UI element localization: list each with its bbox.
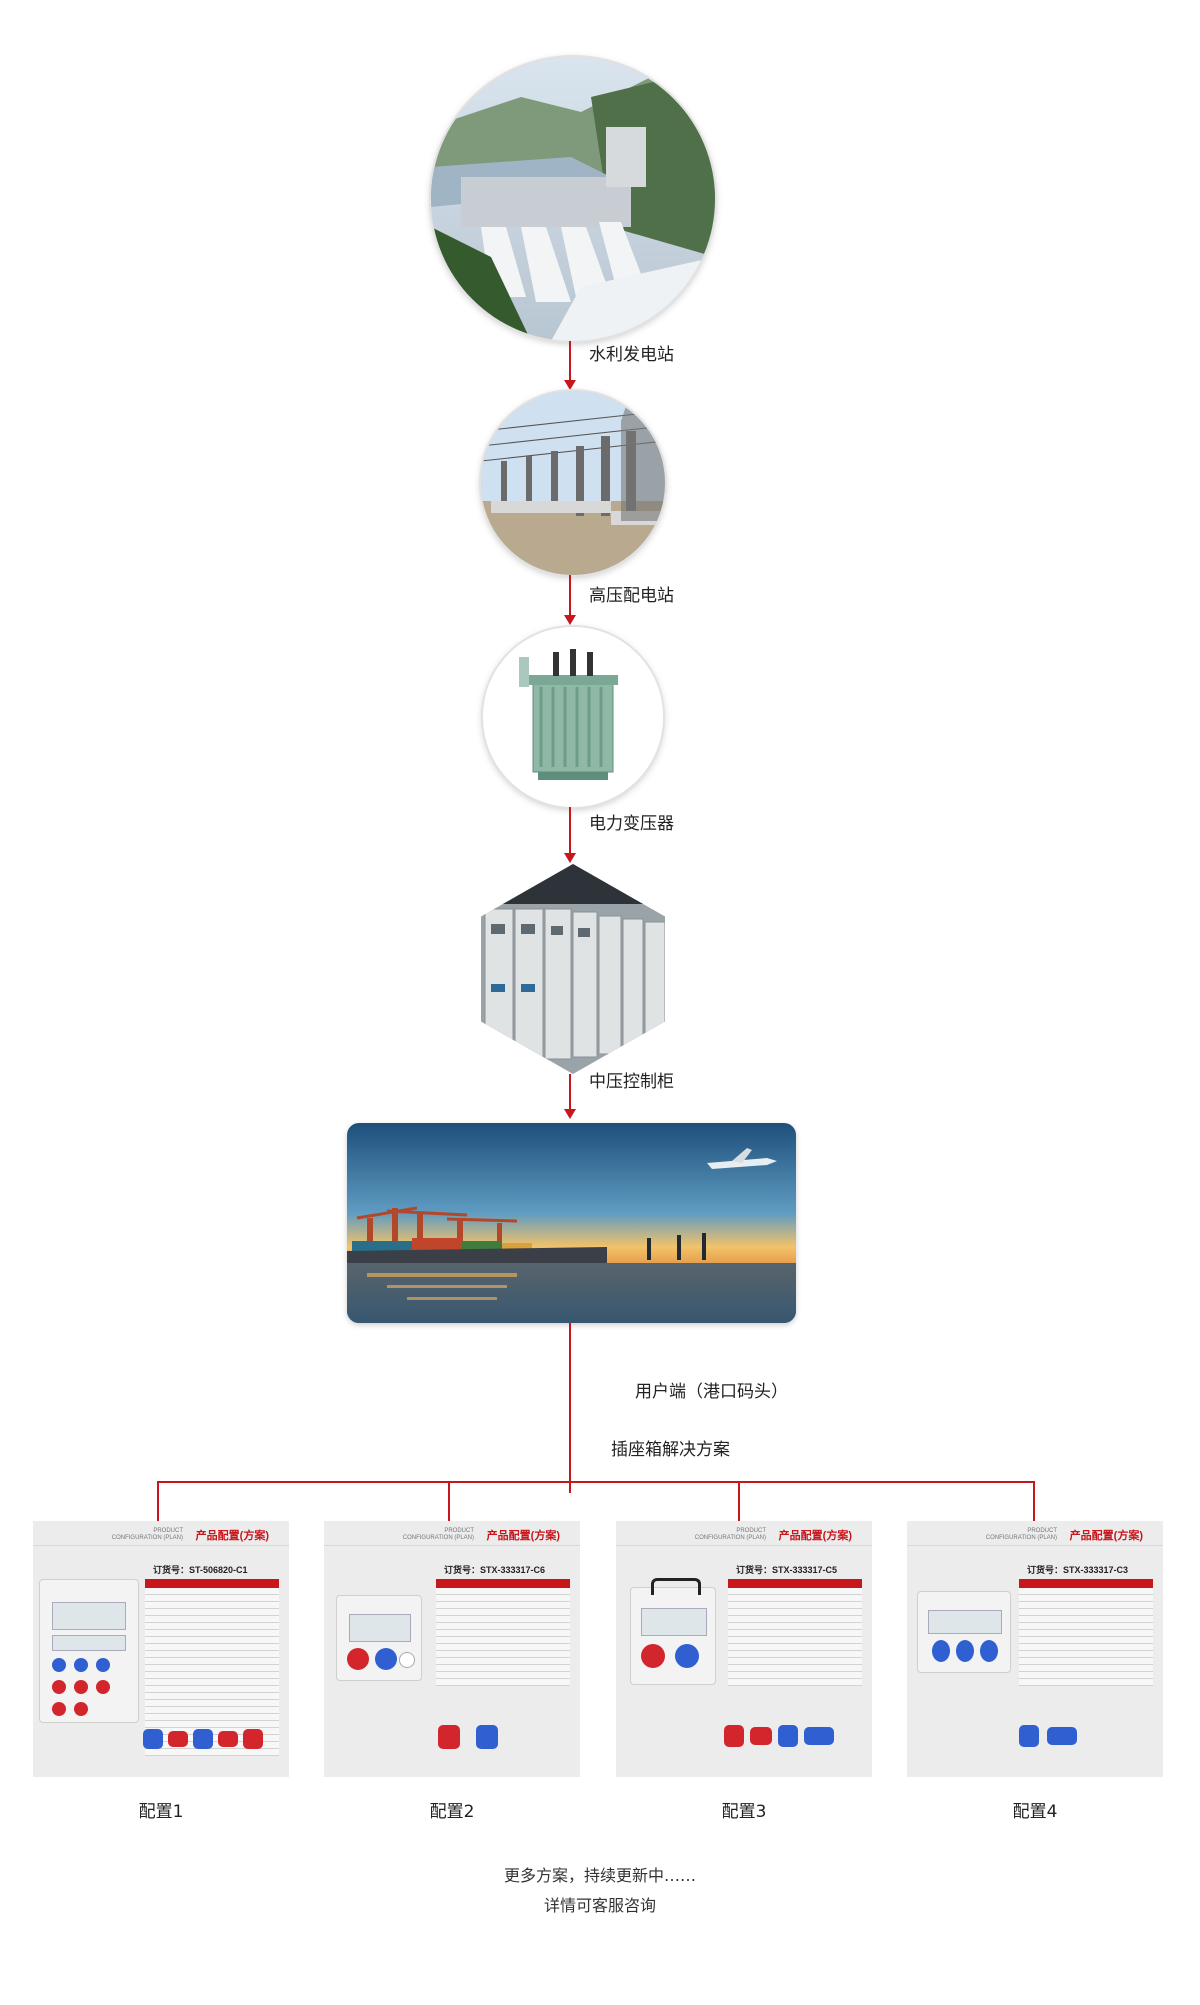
transformer-image — [483, 627, 663, 807]
plug-image — [143, 1729, 163, 1749]
config-label-4[interactable]: 配置4 — [1012, 1802, 1058, 1822]
card-header-cn: 产品配置(方案) — [778, 1530, 852, 1542]
stage-label-substation: 高压配电站 — [589, 586, 674, 606]
socket-box-image — [630, 1578, 716, 1685]
plug-image — [724, 1725, 744, 1747]
stage-label-switchgear: 中压控制柜 — [589, 1072, 674, 1092]
footer-contact: 详情可客服咨询 — [543, 1896, 656, 1915]
spec-table — [728, 1579, 862, 1686]
stage-label-user-end: 用户端（港口码头） — [635, 1382, 788, 1402]
substation-image — [481, 391, 665, 575]
config-label-3[interactable]: 配置3 — [721, 1802, 767, 1822]
socket-box-image — [39, 1579, 139, 1723]
plug-image — [218, 1731, 238, 1747]
plug-image — [168, 1731, 188, 1747]
order-number: 订货号：STX-333317-C5 — [736, 1565, 838, 1575]
order-number: 订货号：STX-333317-C3 — [1027, 1565, 1129, 1575]
plug-image — [1047, 1727, 1077, 1745]
plug-image — [1019, 1725, 1039, 1747]
stage-label-hydro: 水利发电站 — [589, 345, 674, 365]
order-number: 订货号：ST-506820-C1 — [153, 1565, 248, 1575]
plug-image — [778, 1725, 798, 1747]
spec-table — [1019, 1579, 1153, 1686]
socket-box-image — [336, 1595, 422, 1681]
card-header-cn: 产品配置(方案) — [486, 1530, 560, 1542]
port-terminal-image — [347, 1123, 796, 1323]
order-number: 订货号：STX-333317-C6 — [444, 1565, 546, 1575]
plug-image — [750, 1727, 772, 1745]
hydro-station-image — [431, 57, 715, 341]
config-label-1[interactable]: 配置1 — [138, 1802, 184, 1822]
plug-image — [243, 1729, 263, 1749]
solution-title: 插座箱解决方案 — [611, 1440, 730, 1460]
config-label-2[interactable]: 配置2 — [429, 1802, 475, 1822]
card-header-cn: 产品配置(方案) — [1069, 1530, 1143, 1542]
plug-image — [193, 1729, 213, 1749]
plug-image — [476, 1725, 498, 1749]
card-header-cn: 产品配置(方案) — [195, 1530, 269, 1542]
spec-table — [436, 1579, 570, 1686]
footer-more-plans: 更多方案，持续更新中…… — [503, 1866, 696, 1885]
stage-label-transformer: 电力变压器 — [589, 814, 674, 834]
plug-image — [804, 1727, 834, 1745]
switchgear-image — [481, 864, 665, 1074]
socket-box-image — [917, 1591, 1011, 1673]
plug-image — [438, 1725, 460, 1749]
